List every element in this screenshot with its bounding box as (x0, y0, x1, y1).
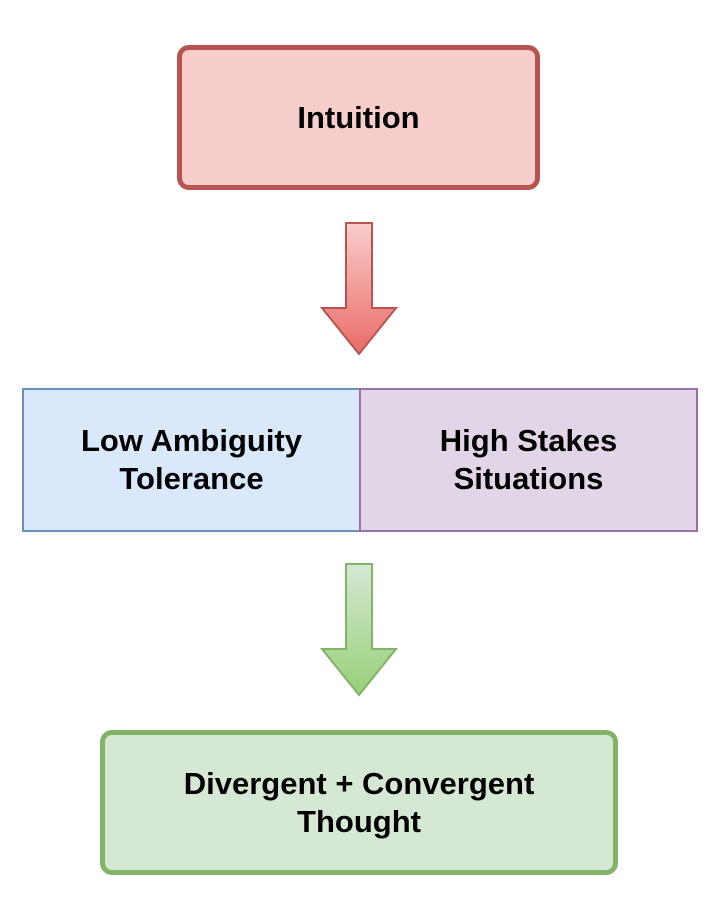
arrow-down-icon (319, 563, 399, 697)
arrow-top-shape (319, 222, 399, 356)
high-stakes-node: High Stakes Situations (359, 388, 698, 532)
arrow-bottom-shape (319, 563, 399, 697)
intuition-label: Intuition (297, 99, 420, 135)
arrow-down-icon (319, 222, 399, 356)
high-stakes-label: High Stakes Situations (439, 423, 618, 496)
intuition-node: Intuition (177, 45, 540, 190)
divergent-convergent-label: Divergent + Convergent Thought (183, 765, 535, 839)
low-ambiguity-node: Low Ambiguity Tolerance (22, 388, 361, 532)
low-ambiguity-label: Low Ambiguity Tolerance (81, 423, 302, 496)
divergent-convergent-node: Divergent + Convergent Thought (100, 730, 618, 875)
